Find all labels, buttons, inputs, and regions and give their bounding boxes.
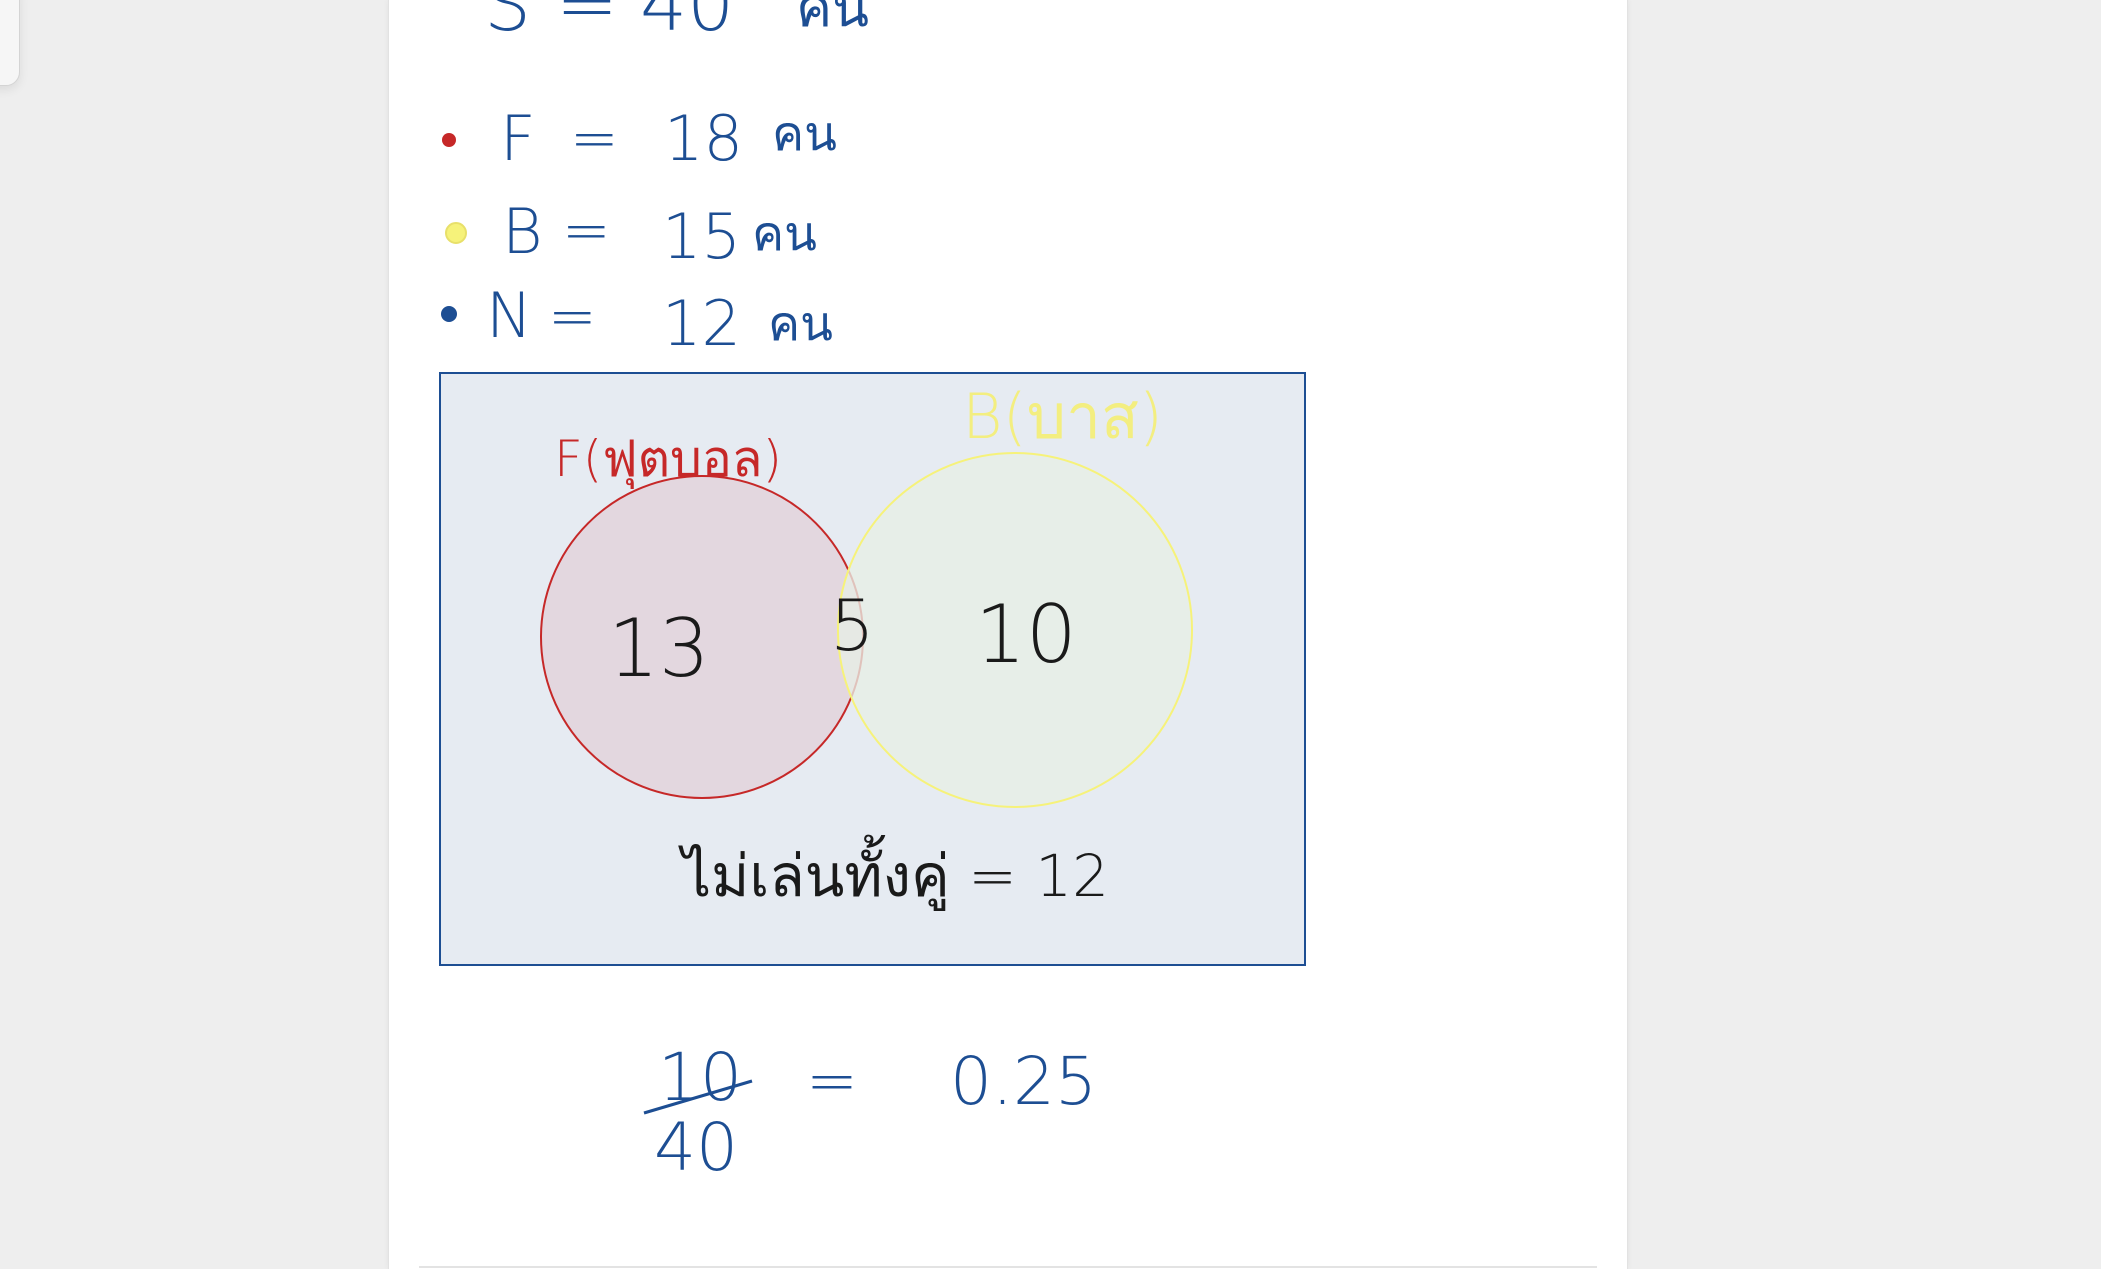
fraction-result: 0.25 xyxy=(950,1043,1097,1120)
fraction-bar xyxy=(643,1079,753,1115)
circle-b xyxy=(837,452,1193,808)
probability-calculation: 10 40 = 0.25 xyxy=(643,1039,1097,1186)
legend-row-n: N = 12 คน xyxy=(441,279,833,360)
legend-row-b: B = 15 คน xyxy=(445,195,817,273)
legend-equals-b: = xyxy=(562,196,611,264)
region-intersection-value: 5 xyxy=(830,585,875,667)
venn-diagram: F(ฟุตบอล) B(บาส) 13 5 10 ไม่เล่นทั้งคู่ … xyxy=(439,372,1306,966)
legend-dot-f xyxy=(442,133,456,147)
page-bottom-edge xyxy=(419,1266,1597,1268)
sample-space-unit: คน xyxy=(796,0,869,39)
fraction-equals: = xyxy=(806,1044,858,1117)
legend-dot-n xyxy=(441,306,457,322)
legend-unit-b: คน xyxy=(752,206,817,262)
legend-value-b: 15 xyxy=(662,200,741,273)
sample-space-symbol: S xyxy=(484,0,531,48)
fraction-denominator: 40 xyxy=(654,1109,738,1186)
sample-space-value: 40 xyxy=(640,0,734,48)
legend-dot-b xyxy=(445,222,467,244)
circle-b-label: B(บาส) xyxy=(962,380,1163,453)
legend-equals-n: = xyxy=(548,282,597,350)
sample-space-equals: = xyxy=(556,0,618,48)
legend-value-n: 12 xyxy=(662,287,741,360)
legend-unit-n: คน xyxy=(768,296,833,352)
legend-equals-f: = xyxy=(570,104,619,172)
region-b-only-value: 10 xyxy=(975,588,1077,681)
legend-symbol-b: B xyxy=(502,195,543,268)
legend-value-f: 18 xyxy=(664,102,743,175)
legend-symbol-f: F xyxy=(500,102,536,175)
sample-space-line: S = 40 คน xyxy=(484,0,869,48)
region-f-only-value: 13 xyxy=(608,602,710,695)
circle-f-label: F(ฟุตบอล) xyxy=(554,430,782,489)
legend-row-f: F = 18 คน xyxy=(442,102,837,175)
region-neither-label: ไม่เล่นทั้งคู่ = 12 xyxy=(678,835,1109,911)
legend-unit-f: คน xyxy=(772,106,837,162)
legend-symbol-n: N xyxy=(486,279,532,352)
